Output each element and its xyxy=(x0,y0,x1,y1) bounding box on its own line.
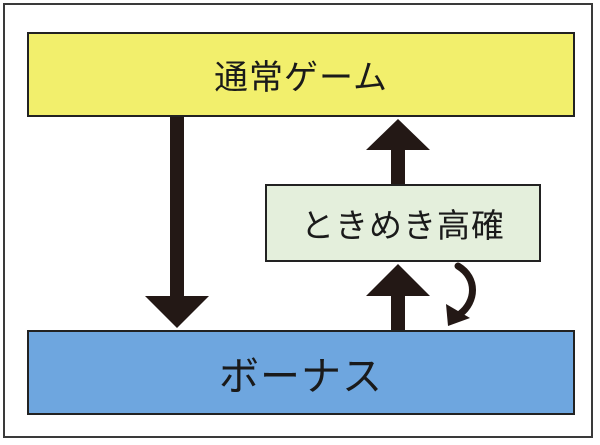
normal-game-node: 通常ゲーム xyxy=(27,32,575,117)
tokimeki-kakuhen-node: ときめき高確 xyxy=(265,184,541,262)
bonus-label: ボーナス xyxy=(219,353,383,400)
normal-game-label: 通常ゲーム xyxy=(214,58,388,98)
bonus-node: ボーナス xyxy=(27,330,575,415)
tokimeki-kakuhen-label: ときめき高確 xyxy=(301,206,505,245)
